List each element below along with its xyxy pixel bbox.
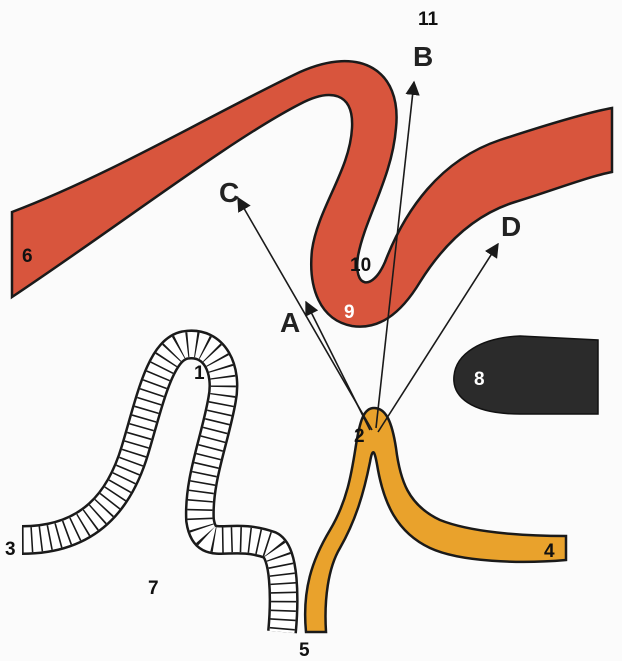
- label-11: 11: [418, 9, 439, 30]
- label-1: 1: [194, 363, 205, 384]
- arrow-label-c: C: [219, 177, 239, 208]
- label-2: 2: [354, 426, 365, 447]
- label-7: 7: [148, 578, 159, 599]
- arrow-label-b: B: [413, 41, 433, 72]
- label-4: 4: [544, 541, 555, 562]
- label-9: 9: [344, 302, 355, 323]
- red-folded-band: [12, 61, 612, 327]
- orange-folded-band: [305, 408, 566, 632]
- label-8: 8: [474, 369, 485, 390]
- label-3: 3: [5, 539, 16, 560]
- label-10: 10: [350, 255, 371, 276]
- label-5: 5: [299, 640, 310, 661]
- arrow-label-d: D: [501, 211, 521, 242]
- label-6: 6: [22, 246, 33, 267]
- arrow-label-a: A: [280, 307, 300, 338]
